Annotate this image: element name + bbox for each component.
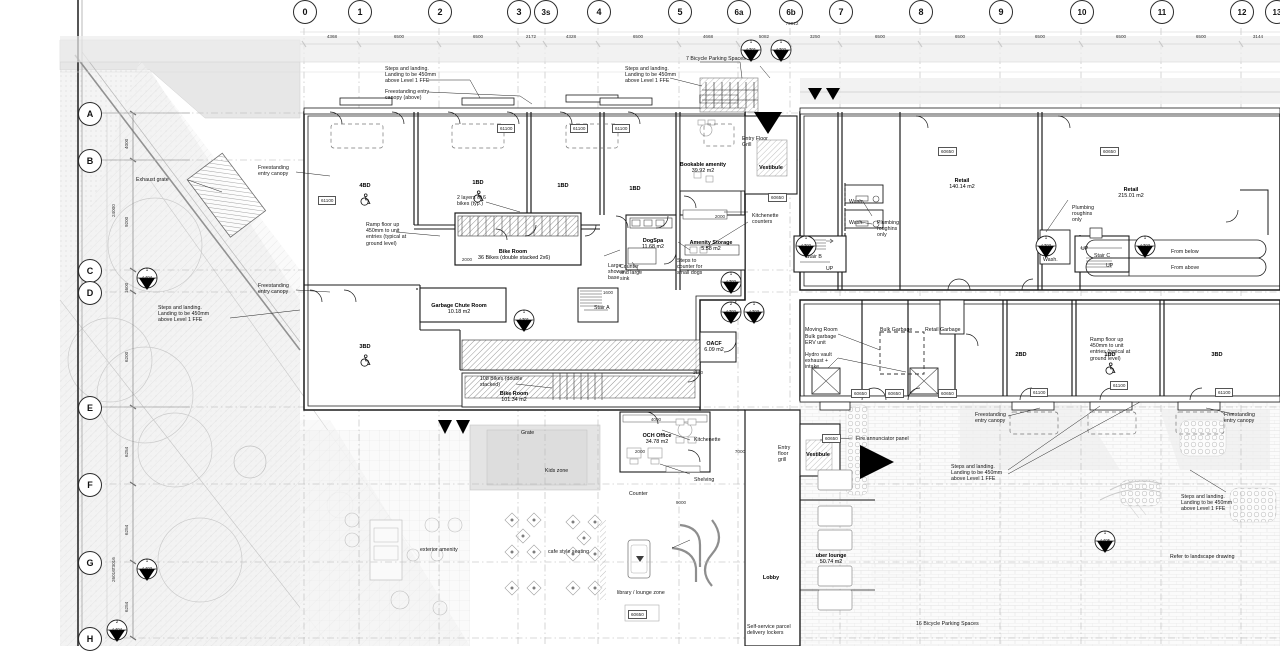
leader-lines: [187, 61, 1235, 549]
building-west-block: [303, 94, 798, 473]
stair-c: [1074, 235, 1130, 273]
stair-a: [577, 287, 619, 323]
direction-markers: [438, 88, 894, 479]
street-band: [60, 36, 1280, 104]
left-dimension-chain: [96, 110, 190, 641]
bicycle-parking-top: [699, 77, 759, 113]
stair-b: [793, 235, 847, 273]
site-paving-right: [799, 399, 1280, 646]
